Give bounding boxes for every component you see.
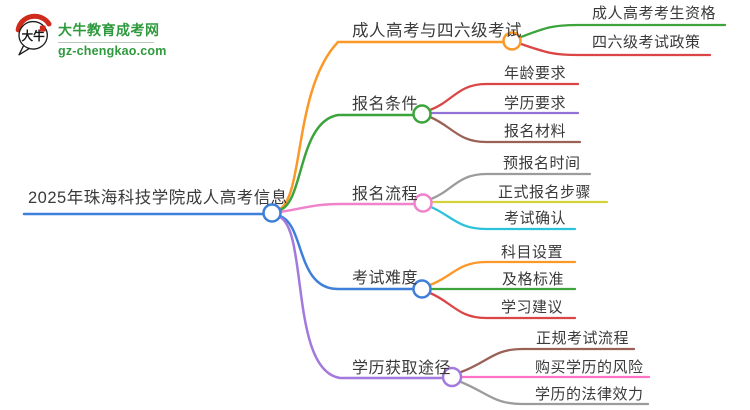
branch-3-child-2-link xyxy=(428,291,577,320)
branch-4-child-2-link xyxy=(459,380,650,406)
branch-1-child-2-label[interactable]: 报名材料 xyxy=(504,123,567,140)
branch-4-child-2-label[interactable]: 学历的法律效力 xyxy=(535,386,644,403)
logo-divider xyxy=(58,42,154,43)
branch-0-child-0-link xyxy=(519,23,727,39)
branch-3-child-0-link xyxy=(428,260,577,287)
branch-1-child-2-link xyxy=(428,115,582,144)
logo-icon-text: 大牛 xyxy=(22,29,46,43)
branch-0-link xyxy=(278,40,505,211)
logo-red-arc xyxy=(15,13,52,33)
branch-4-child-0-link xyxy=(459,347,636,374)
branch-1-child-0-link xyxy=(428,82,580,112)
branch-2-link xyxy=(278,202,417,214)
branch-0-node-circle[interactable] xyxy=(502,31,522,51)
branch-4-child-0-label[interactable]: 正规考试流程 xyxy=(536,330,630,347)
branch-3-child-1-label[interactable]: 及格标准 xyxy=(502,271,565,288)
site-logo[interactable]: 大牛 大牛教育成考网 gz-chengkao.com xyxy=(14,11,167,58)
root-node-label[interactable]: 2025年珠海科技学院成人高考信息 xyxy=(28,189,288,207)
branch-1-node-circle[interactable] xyxy=(412,104,432,124)
branch-3-node-circle[interactable] xyxy=(412,279,432,299)
branch-3-child-2-label[interactable]: 学习建议 xyxy=(501,299,564,316)
branch-3-link xyxy=(278,214,416,291)
branch-3-label[interactable]: 考试难度 xyxy=(352,270,419,287)
branch-2-label[interactable]: 报名流程 xyxy=(352,186,419,203)
branch-0-child-1-label[interactable]: 四六级考试政策 xyxy=(592,34,701,51)
branch-1-link xyxy=(278,113,416,212)
branch-4-label[interactable]: 学历获取途径 xyxy=(352,360,452,377)
branch-0-label[interactable]: 成人高考与四六级考试 xyxy=(352,22,522,40)
branch-2-child-0-label[interactable]: 预报名时间 xyxy=(503,155,581,172)
branch-3-child-0-label[interactable]: 科目设置 xyxy=(501,244,564,261)
logo-title: 大牛教育成考网 xyxy=(58,22,160,38)
branch-1-child-1-label[interactable]: 学历要求 xyxy=(504,95,567,112)
root-node-circle[interactable] xyxy=(262,203,282,223)
logo-bubble-icon: 大牛 xyxy=(15,13,52,56)
branch-0-child-0-label[interactable]: 成人高考考生资格 xyxy=(592,5,717,22)
branch-0-child-1-link xyxy=(519,42,712,57)
branch-4-link xyxy=(278,215,445,380)
branch-2-child-2-link xyxy=(429,205,577,231)
branch-2-node-circle[interactable] xyxy=(413,193,433,213)
branch-1-label[interactable]: 报名条件 xyxy=(352,96,419,113)
branch-4-child-1-label[interactable]: 购买学历的风险 xyxy=(535,359,644,376)
branch-4-node-circle[interactable] xyxy=(441,366,463,388)
branch-2-child-2-label[interactable]: 考试确认 xyxy=(504,210,567,227)
logo-url: gz-chengkao.com xyxy=(58,44,167,58)
branch-2-child-1-label[interactable]: 正式报名步骤 xyxy=(498,184,592,201)
logo-seal-stamp xyxy=(39,25,46,32)
branch-2-child-0-link xyxy=(429,172,592,201)
branch-1-child-0-label[interactable]: 年龄要求 xyxy=(504,65,567,82)
